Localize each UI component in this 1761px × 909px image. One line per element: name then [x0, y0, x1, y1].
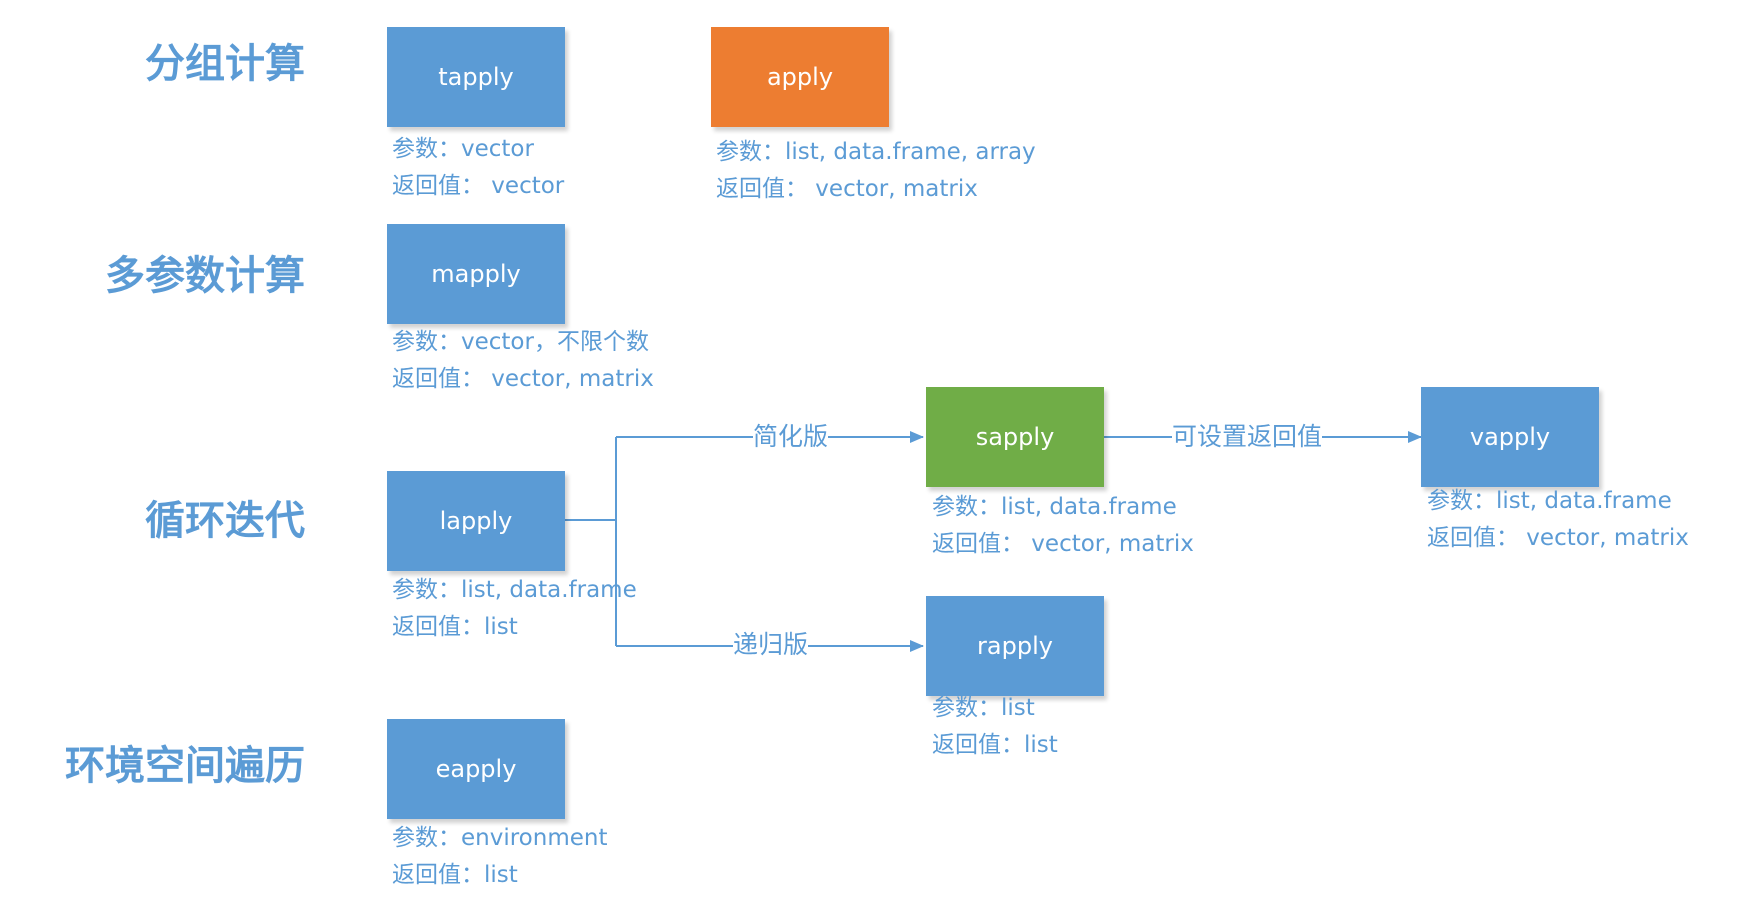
return-vapply: 返回值： vector, matrix	[1427, 525, 1689, 551]
node-vapply: vapply	[1421, 387, 1599, 487]
return-tapply: 返回值： vector	[392, 173, 565, 199]
info-tapply: 参数：vector 返回值： vector	[392, 131, 564, 205]
param-tapply: 参数：vector	[392, 136, 534, 162]
category-multi-param-compute: 多参数计算	[105, 253, 305, 299]
return-mapply: 返回值： vector, matrix	[392, 366, 654, 392]
info-mapply: 参数：vector，不限个数 返回值： vector, matrix	[392, 324, 654, 398]
return-apply: 返回值： vector, matrix	[716, 176, 978, 202]
info-rapply: 参数：list 返回值：list	[932, 690, 1058, 764]
param-apply: 参数：list, data.frame, array	[716, 139, 1036, 165]
param-sapply: 参数：list, data.frame	[932, 494, 1177, 520]
node-lapply: lapply	[387, 471, 565, 571]
return-lapply: 返回值：list	[392, 614, 518, 640]
node-rapply: rapply	[926, 596, 1104, 696]
info-lapply: 参数：list, data.frame 返回值：list	[392, 572, 637, 646]
node-tapply: tapply	[387, 27, 565, 127]
return-sapply: 返回值： vector, matrix	[932, 531, 1194, 557]
category-loop-iterate: 循环迭代	[145, 498, 305, 544]
info-vapply: 参数：list, data.frame 返回值： vector, matrix	[1427, 483, 1689, 557]
node-mapply: mapply	[387, 224, 565, 324]
info-apply: 参数：list, data.frame, array 返回值： vector, …	[716, 134, 1036, 208]
return-eapply: 返回值：list	[392, 862, 518, 888]
info-sapply: 参数：list, data.frame 返回值： vector, matrix	[932, 489, 1194, 563]
param-vapply: 参数：list, data.frame	[1427, 488, 1672, 514]
edge-label-recursive: 递归版	[733, 630, 809, 660]
category-env-traverse: 环境空间遍历	[65, 743, 305, 789]
param-rapply: 参数：list	[932, 695, 1035, 721]
param-mapply: 参数：vector，不限个数	[392, 329, 649, 355]
param-eapply: 参数：environment	[392, 825, 608, 851]
edge-label-settable-return: 可设置返回值	[1172, 422, 1323, 452]
edge-label-simplified: 简化版	[753, 422, 829, 452]
return-rapply: 返回值：list	[932, 732, 1058, 758]
info-eapply: 参数：environment 返回值：list	[392, 820, 607, 894]
node-eapply: eapply	[387, 719, 565, 819]
category-group-compute: 分组计算	[145, 41, 305, 87]
param-lapply: 参数：list, data.frame	[392, 577, 637, 603]
node-sapply: sapply	[926, 387, 1104, 487]
node-apply: apply	[711, 27, 889, 127]
